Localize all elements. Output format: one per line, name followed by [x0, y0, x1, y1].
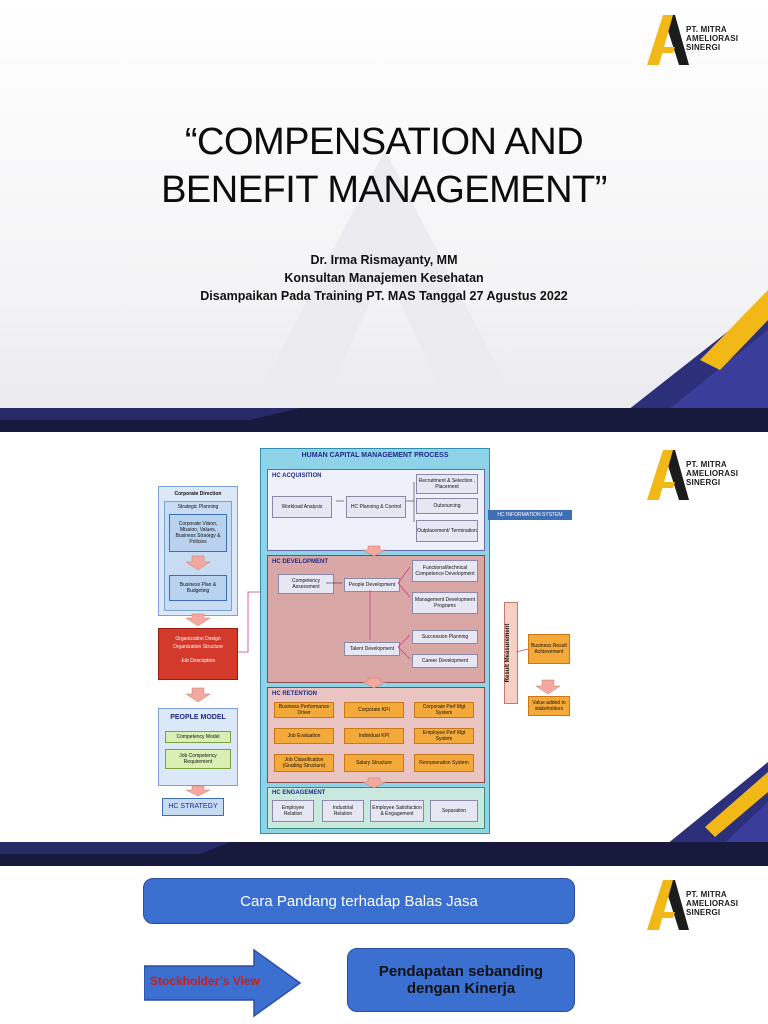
decorative-wave: [0, 290, 768, 432]
functional-dev-box: Functional/technical Competence Developm…: [412, 560, 478, 582]
business-result-box: Business Result Achievement: [528, 634, 570, 664]
logo-line-1: PT. MITRA: [686, 25, 727, 34]
career-dev-box: Career Development: [412, 654, 478, 668]
heading-box: Cara Pandang terhadap Balas Jasa: [143, 878, 575, 924]
title-line-2: BENEFIT MANAGEMENT”: [161, 169, 607, 211]
org-design-panel: Organization Design Organization Structu…: [158, 628, 238, 680]
income-performance-box: Pendapatan sebanding dengan Kinerja: [347, 948, 575, 1012]
hc-engagement-label: HC ENGAGEMENT: [272, 790, 326, 796]
org-design-label: Organization Design: [175, 636, 221, 642]
logo-mark-icon: [647, 15, 689, 65]
hc-development-label: HC DEVELOPMENT: [272, 559, 329, 565]
retention-cell: Job Evaluation: [274, 728, 334, 744]
logo-line-3: SINERGI: [686, 43, 721, 52]
job-description-label: Job Description: [180, 658, 216, 664]
logo-line-2: AMELIORASI: [686, 469, 739, 478]
process-title: HUMAN CAPITAL MANAGEMENT PROCESS: [301, 452, 449, 459]
logo-line-3: SINERGI: [686, 478, 721, 487]
retention-cell: Salary Structure: [344, 754, 404, 772]
hc-acquisition-label: HC ACQUISITION: [272, 473, 322, 479]
logo-line-1: PT. MITRA: [686, 460, 727, 469]
hc-retention-section: HC RETENTION Business Performance Driver…: [267, 687, 485, 783]
strategic-planning-label: Strategic Planning: [177, 503, 219, 510]
stockholder-view-label: Stockholder’s View: [150, 974, 260, 988]
slide-perspective: PT. MITRA AMELIORASI SINERGI Cara Pandan…: [0, 866, 768, 1024]
arrow-shape: [144, 948, 302, 1018]
outplacement-box: Outplacement/ Termination: [416, 520, 478, 542]
income-line-1: Pendapatan sebanding: [378, 963, 544, 980]
people-model-label: PEOPLE MODEL: [170, 714, 226, 721]
retention-cell: Business Performance Driver: [274, 702, 334, 718]
logo-line-2: AMELIORASI: [686, 34, 739, 43]
hc-engagement-section: HC ENGAGEMENT Employee Relation Industri…: [267, 787, 485, 829]
corporate-vision-box: Corporate Vision, Mission, Values, Busin…: [169, 514, 227, 552]
event-info: Disampaikan Pada Training PT. MAS Tangga…: [200, 289, 568, 303]
retention-cell: Corporate Perf Mgt System: [414, 702, 474, 718]
outsourcing-box: Outsourcing: [416, 498, 478, 514]
succession-box: Succession Planning: [412, 630, 478, 644]
author-name: Dr. Irma Rismayanty, MM: [310, 253, 458, 267]
decorative-wave: [0, 762, 768, 866]
workload-box: Workload Analysis: [272, 496, 332, 518]
hc-info-system-bar: HC INFORMATION SYSTEM: [488, 510, 572, 520]
hc-process-diagram: Corporate Direction Strategic Planning C…: [148, 442, 572, 834]
hc-process-panel: HUMAN CAPITAL MANAGEMENT PROCESS HC ACQU…: [260, 448, 490, 834]
value-added-box: Value added to stakeholders: [528, 696, 570, 716]
employee-relation-box: Employee Relation: [272, 800, 314, 822]
logo-mark-icon: [647, 450, 689, 500]
job-competency-box: Job Competency Requirement: [165, 749, 231, 769]
org-structure-label: Organization Structure: [172, 644, 224, 650]
retention-cell: Corporate KPI: [344, 702, 404, 718]
watermark-logo: [250, 150, 520, 410]
employee-satisfaction-box: Employee Satisfaction & Engagement: [370, 800, 424, 822]
income-line-2: dengan Kinerja: [406, 980, 516, 997]
author-role: Konsultan Manajemen Kesehatan: [284, 271, 484, 285]
mgmt-dev-box: Management Development Programs: [412, 592, 478, 614]
result-measurement-label: Result Measurement: [505, 623, 511, 683]
competency-assessment-box: Competency Assessment: [278, 574, 334, 594]
separation-box: Separation: [430, 800, 478, 822]
result-measurement-bar: Result Measurement: [504, 602, 518, 704]
title-line-1: “COMPENSATION AND: [184, 121, 584, 163]
competency-model-box: Competency Model: [165, 731, 231, 743]
corporate-direction-label: Corporate Direction: [174, 491, 222, 497]
people-model-panel: PEOPLE MODEL Competency Model Job Compet…: [158, 708, 238, 786]
slide-hc-process: PT. MITRA AMELIORASI SINERGI Corporate D…: [0, 432, 768, 866]
business-plan-box: Business Plan & Budgeting: [169, 575, 227, 601]
hc-retention-label: HC RETENTION: [272, 691, 317, 697]
logo-line-1: PT. MITRA: [686, 890, 727, 899]
logo-line-2: AMELIORASI: [686, 899, 739, 908]
hc-planning-box: HC Planning & Control: [346, 496, 406, 518]
retention-cell: Employee Perf Mgt System: [414, 728, 474, 744]
retention-cell: Remuneration System: [414, 754, 474, 772]
talent-dev-box: Talent Development: [344, 642, 400, 656]
company-logo: PT. MITRA AMELIORASI SINERGI: [645, 450, 738, 505]
slide-title: PT. MITRA AMELIORASI SINERGI “COMPENSATI…: [0, 0, 768, 432]
hc-strategy-box: HC STRATEGY: [162, 798, 224, 816]
corporate-direction-panel: Corporate Direction Strategic Planning C…: [158, 486, 238, 616]
company-logo: PT. MITRA AMELIORASI SINERGI: [645, 15, 738, 70]
industrial-relation-box: Industrial Relation: [322, 800, 364, 822]
people-development-box: People Development: [344, 578, 400, 592]
recruitment-box: Recruitment & Selection , Placement: [416, 474, 478, 494]
hc-acquisition-section: HC ACQUISITION Workload Analysis HC Plan…: [267, 469, 485, 551]
retention-cell: Individual KPI: [344, 728, 404, 744]
company-logo: PT. MITRA AMELIORASI SINERGI: [645, 880, 738, 935]
logo-mark-icon: [647, 880, 689, 930]
presentation-title: “COMPENSATION AND BENEFIT MANAGEMENT”: [0, 118, 768, 214]
logo-line-3: SINERGI: [686, 908, 721, 917]
hc-development-section: HC DEVELOPMENT Competency Assessment Peo…: [267, 555, 485, 683]
retention-cell: Job Classification (Grading Structure): [274, 754, 334, 772]
